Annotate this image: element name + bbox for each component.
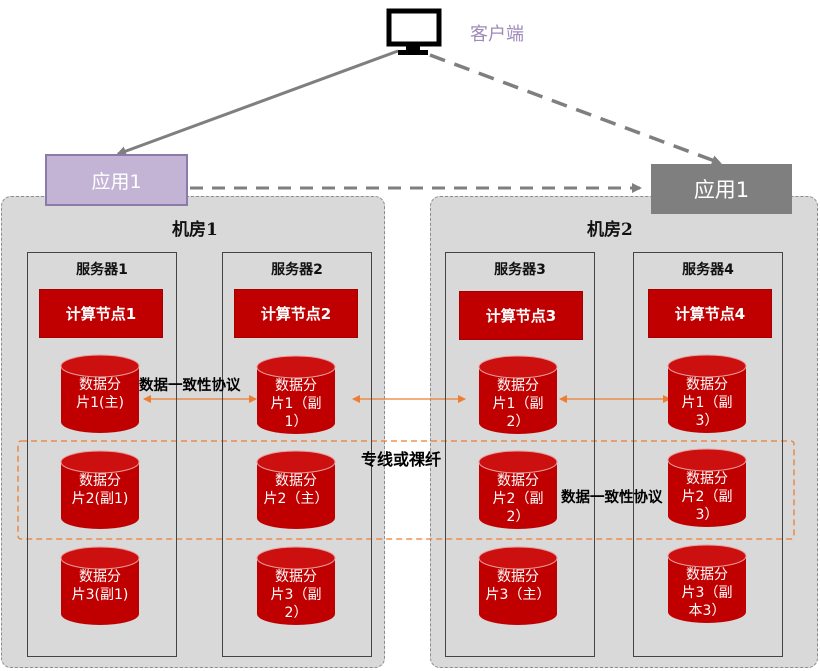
- client-to-app2-arrow: [429, 53, 722, 165]
- compute-node-1[interactable]: 计算节点1: [39, 289, 163, 338]
- data-shard-label: 数据分 片1（副 1）: [270, 378, 322, 430]
- database-cylinder-icon: [256, 546, 336, 625]
- compute-node-2[interactable]: 计算节点2: [234, 289, 358, 338]
- dedicated-line-region: [17, 440, 795, 540]
- server-title: 服务器2: [271, 262, 323, 278]
- data-shard-cylinder[interactable]: 数据分 片2（主）: [256, 450, 336, 530]
- data-shard-cylinder[interactable]: 数据分 片2（副 3）: [667, 448, 747, 528]
- database-cylinder-icon: [256, 355, 336, 434]
- server-3: 服务器3: [445, 252, 595, 657]
- data-shard-label: 数据分 片1(主): [76, 377, 124, 411]
- consistency-protocol-label-top: 数据一致性协议: [139, 378, 241, 394]
- database-cylinder-icon: [256, 450, 336, 529]
- monitor-icon: [386, 8, 442, 55]
- data-shard-label: 数据分 片2（副 2）: [492, 473, 544, 525]
- data-shard-label: 数据分 片2（副 3）: [681, 471, 733, 523]
- compute-node-4[interactable]: 计算节点4: [648, 289, 772, 338]
- server-1: 服务器1: [27, 252, 177, 657]
- data-shard-cylinder[interactable]: 数据分 片3（主）: [478, 546, 558, 626]
- server-title: 服务器3: [494, 262, 546, 278]
- data-shard-label: 数据分 片2(副1): [71, 473, 129, 507]
- server-4: 服务器4: [633, 252, 783, 657]
- server-title: 服务器4: [682, 262, 734, 278]
- dedicated-line-label: 专线或祼纤: [361, 450, 442, 469]
- data-shard-cylinder[interactable]: 数据分 片1(主): [60, 354, 140, 434]
- data-shard-cylinder[interactable]: 数据分 片1（副 2）: [478, 355, 558, 435]
- data-shard-label: 数据分 片3（副 2）: [270, 569, 322, 621]
- database-cylinder-icon: [60, 546, 140, 625]
- data-shard-cylinder[interactable]: 数据分 片2(副1): [60, 450, 140, 530]
- client-to-app1-arrow: [116, 49, 399, 156]
- consistency-protocol-label-mid: 数据一致性协议: [561, 490, 663, 506]
- client-label: 客户端: [470, 24, 524, 45]
- data-shard-cylinder[interactable]: 数据分 片1（副 3）: [667, 354, 747, 434]
- data-shard-label: 数据分 片1（副 2）: [492, 378, 544, 430]
- database-cylinder-icon: [478, 546, 558, 625]
- room-1-title: 机房1: [172, 220, 218, 240]
- database-cylinder-icon: [60, 450, 140, 529]
- data-shard-cylinder[interactable]: 数据分 片3（副 2）: [256, 546, 336, 626]
- data-shard-cylinder[interactable]: 数据分 片2（副 2）: [478, 450, 558, 530]
- app2-box[interactable]: 应用1: [651, 164, 792, 214]
- database-cylinder-icon: [478, 450, 558, 529]
- data-shard-cylinder[interactable]: 数据分 片1（副 1）: [256, 355, 336, 435]
- room-2-title: 机房2: [587, 220, 633, 240]
- app1-box[interactable]: 应用1: [45, 154, 188, 206]
- database-cylinder-icon: [478, 355, 558, 434]
- data-shard-label: 数据分 片2（主）: [263, 473, 329, 507]
- database-cylinder-icon: [667, 354, 747, 433]
- database-cylinder-icon: [60, 354, 140, 433]
- compute-node-3[interactable]: 计算节点3: [459, 291, 583, 340]
- data-shard-label: 数据分 片3(副1): [71, 569, 129, 603]
- data-shard-cylinder[interactable]: 数据分 片3(副1): [60, 546, 140, 626]
- server-2: 服务器2: [222, 252, 372, 657]
- data-shard-label: 数据分 片3（主）: [485, 569, 551, 603]
- data-shard-label: 数据分 片1（副 3）: [681, 377, 733, 429]
- database-cylinder-icon: [667, 448, 747, 527]
- data-shard-cylinder[interactable]: 数据分 片3（副 本3）: [667, 544, 747, 624]
- database-cylinder-icon: [667, 544, 747, 623]
- data-shard-label: 数据分 片3（副 本3）: [681, 567, 733, 619]
- server-title: 服务器1: [76, 262, 128, 278]
